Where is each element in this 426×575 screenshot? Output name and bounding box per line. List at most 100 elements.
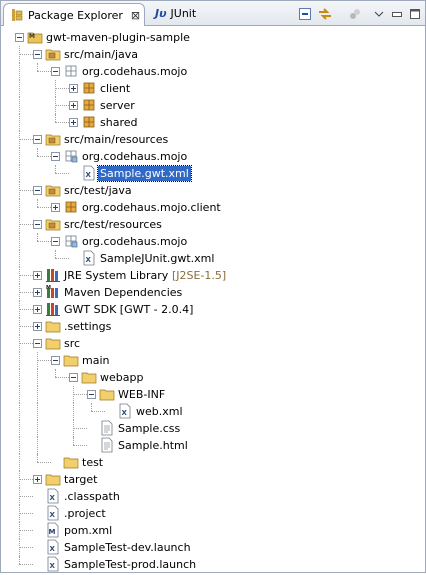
expand-toggle[interactable] — [33, 475, 42, 484]
close-icon[interactable]: ⊠ — [130, 8, 141, 22]
tree-item[interactable]: JRE System Library[J2SE-1.5] — [1, 267, 425, 284]
tree-guide — [19, 420, 20, 437]
tree-item[interactable]: org.codehaus.mojo — [1, 148, 425, 165]
tree-guide — [19, 250, 20, 267]
expand-toggle[interactable] — [51, 203, 60, 212]
folder-icon — [45, 318, 61, 334]
tree-item[interactable]: src/test/resources — [1, 216, 425, 233]
tree-guide — [73, 420, 74, 437]
maven-library-icon: M — [45, 284, 61, 300]
tree-guide — [19, 386, 20, 403]
expand-toggle[interactable] — [33, 322, 42, 331]
collapse-toggle[interactable] — [51, 67, 60, 76]
tree-item[interactable]: .settings — [1, 318, 425, 335]
expand-toggle[interactable] — [33, 271, 42, 280]
tree-item[interactable]: src — [1, 335, 425, 352]
tree-guide — [19, 148, 20, 165]
expand-toggle[interactable] — [69, 118, 78, 127]
tree-item[interactable]: org.codehaus.mojo — [1, 233, 425, 250]
tree-guide — [19, 267, 20, 284]
tree-item-label: org.codehaus.mojo — [82, 65, 188, 78]
minimize-button[interactable] — [389, 6, 405, 22]
collapse-toggle[interactable] — [33, 50, 42, 59]
tree-item-label: JRE System Library — [64, 269, 169, 282]
text-file-icon — [99, 437, 115, 453]
expand-toggle[interactable] — [69, 101, 78, 110]
tree-item[interactable]: WEB-INF — [1, 386, 425, 403]
tree-item[interactable]: webapp — [1, 369, 425, 386]
tab-package-explorer[interactable]: Package Explorer ⊠ — [3, 3, 145, 26]
tree-item-label: gwt-maven-plugin-sample — [46, 31, 190, 44]
tree-item[interactable]: target — [1, 471, 425, 488]
collapse-toggle[interactable] — [69, 373, 78, 382]
link-with-editor-button[interactable] — [317, 6, 333, 22]
tree-guide — [19, 301, 20, 318]
tree-guide — [37, 241, 51, 242]
tree-item-label: target — [64, 473, 98, 486]
tree-item-label: Sample.html — [118, 439, 188, 452]
tab-junit[interactable]: Jυ JUnit — [151, 3, 221, 23]
tree-guide — [37, 352, 38, 369]
tree-item[interactable]: org.codehaus.mojo — [1, 63, 425, 80]
tree-item-label: SampleTest-dev.launch — [64, 541, 191, 554]
collapse-toggle[interactable] — [51, 237, 60, 246]
tree-item[interactable]: org.codehaus.mojo.client — [1, 199, 425, 216]
tree-item[interactable]: main — [1, 352, 425, 369]
tree-guide — [19, 80, 20, 97]
tree-guide — [37, 233, 38, 241]
package-icon — [81, 97, 97, 113]
tree-item[interactable]: shared — [1, 114, 425, 131]
tree-guide — [55, 258, 69, 259]
collapse-toggle[interactable] — [87, 390, 96, 399]
collapse-all-button[interactable] — [297, 6, 313, 22]
tree-item-label: src/main/java — [64, 48, 139, 61]
tree-item-label: pom.xml — [64, 524, 113, 537]
tree-item[interactable]: Sample.css — [1, 420, 425, 437]
tree-item[interactable]: test — [1, 454, 425, 471]
expand-toggle[interactable] — [69, 84, 78, 93]
chevron-down-icon — [374, 11, 384, 17]
tree-guide — [55, 122, 69, 123]
focus-task-button[interactable] — [347, 6, 363, 22]
expand-toggle[interactable] — [33, 288, 42, 297]
tree-guide — [19, 165, 20, 182]
folder-icon — [45, 335, 61, 351]
tree-item[interactable]: GWT SDK [GWT - 2.0.4] — [1, 301, 425, 318]
tree-guide — [37, 369, 38, 386]
tree-item-label: web.xml — [136, 405, 183, 418]
collapse-toggle[interactable] — [15, 33, 24, 42]
tree-item-label: org.codehaus.mojo — [82, 235, 188, 248]
view-menu-button[interactable] — [371, 6, 387, 22]
tree-item[interactable]: client — [1, 80, 425, 97]
tree-item[interactable]: X.project — [1, 505, 425, 522]
collapse-toggle[interactable] — [33, 220, 42, 229]
expand-toggle[interactable] — [33, 305, 42, 314]
tree-guide — [19, 556, 20, 564]
collapse-toggle[interactable] — [51, 356, 60, 365]
tree-item[interactable]: src/main/java — [1, 46, 425, 63]
tree-guide — [19, 352, 20, 369]
collapse-toggle[interactable] — [33, 339, 42, 348]
tree-item[interactable]: Sample.html — [1, 437, 425, 454]
tree-item[interactable]: src/main/resources — [1, 131, 425, 148]
collapse-toggle[interactable] — [51, 152, 60, 161]
tree-item-label: Maven Dependencies — [64, 286, 183, 299]
tree-item-label: org.codehaus.mojo — [82, 150, 188, 163]
tree-item-label: SampleTest-prod.launch — [64, 558, 197, 571]
tree-item[interactable]: X.classpath — [1, 488, 425, 505]
tree-item[interactable]: src/test/java — [1, 182, 425, 199]
tree-item[interactable]: server — [1, 97, 425, 114]
maximize-button[interactable] — [407, 6, 423, 22]
collapse-toggle[interactable] — [33, 135, 42, 144]
collapse-toggle[interactable] — [33, 186, 42, 195]
tree-guide — [91, 411, 105, 412]
